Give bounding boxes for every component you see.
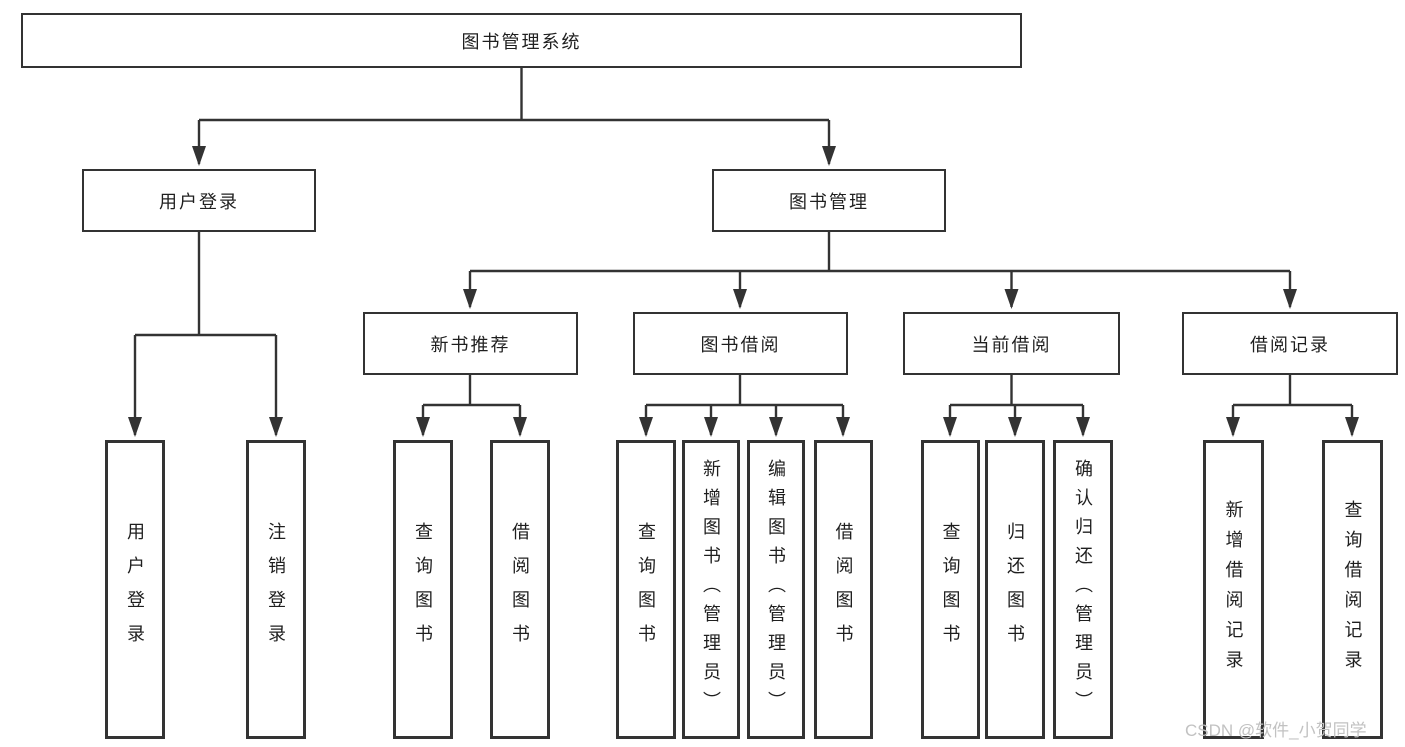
csdn-watermark: CSDN @软件_小贺同学 [1185,721,1367,740]
leaf-logout: 注销登录 [246,440,306,739]
node-borrow-records: 借阅记录 [1182,312,1398,375]
leaf-query-books-borrowing: 查询图书 [616,440,676,739]
leaf-return-books: 归还图书 [985,440,1045,739]
connector-trunks [135,68,1352,407]
leaf-confirm-return-admin: 确认归还（管理员） [1053,440,1113,739]
leaf-add-borrow-record: 新增借阅记录 [1203,440,1264,739]
leaf-query-borrow-record: 查询借阅记录 [1322,440,1383,739]
node-book-borrowing: 图书借阅 [633,312,848,375]
leaf-query-books-recommend: 查询图书 [393,440,453,739]
leaf-edit-book-admin: 编辑图书（管理员） [747,440,805,739]
leaf-borrow-books-borrowing: 借阅图书 [814,440,873,739]
node-user-login: 用户登录 [82,169,316,232]
leaf-add-book-admin: 新增图书（管理员） [682,440,740,739]
leaf-user-login: 用户登录 [105,440,165,739]
node-book-management: 图书管理 [712,169,946,232]
leaf-borrow-books-recommend: 借阅图书 [490,440,550,739]
node-new-book-recommend: 新书推荐 [363,312,578,375]
node-current-borrowing: 当前借阅 [903,312,1120,375]
leaf-query-books-current: 查询图书 [921,440,980,739]
node-root-system: 图书管理系统 [21,13,1022,68]
